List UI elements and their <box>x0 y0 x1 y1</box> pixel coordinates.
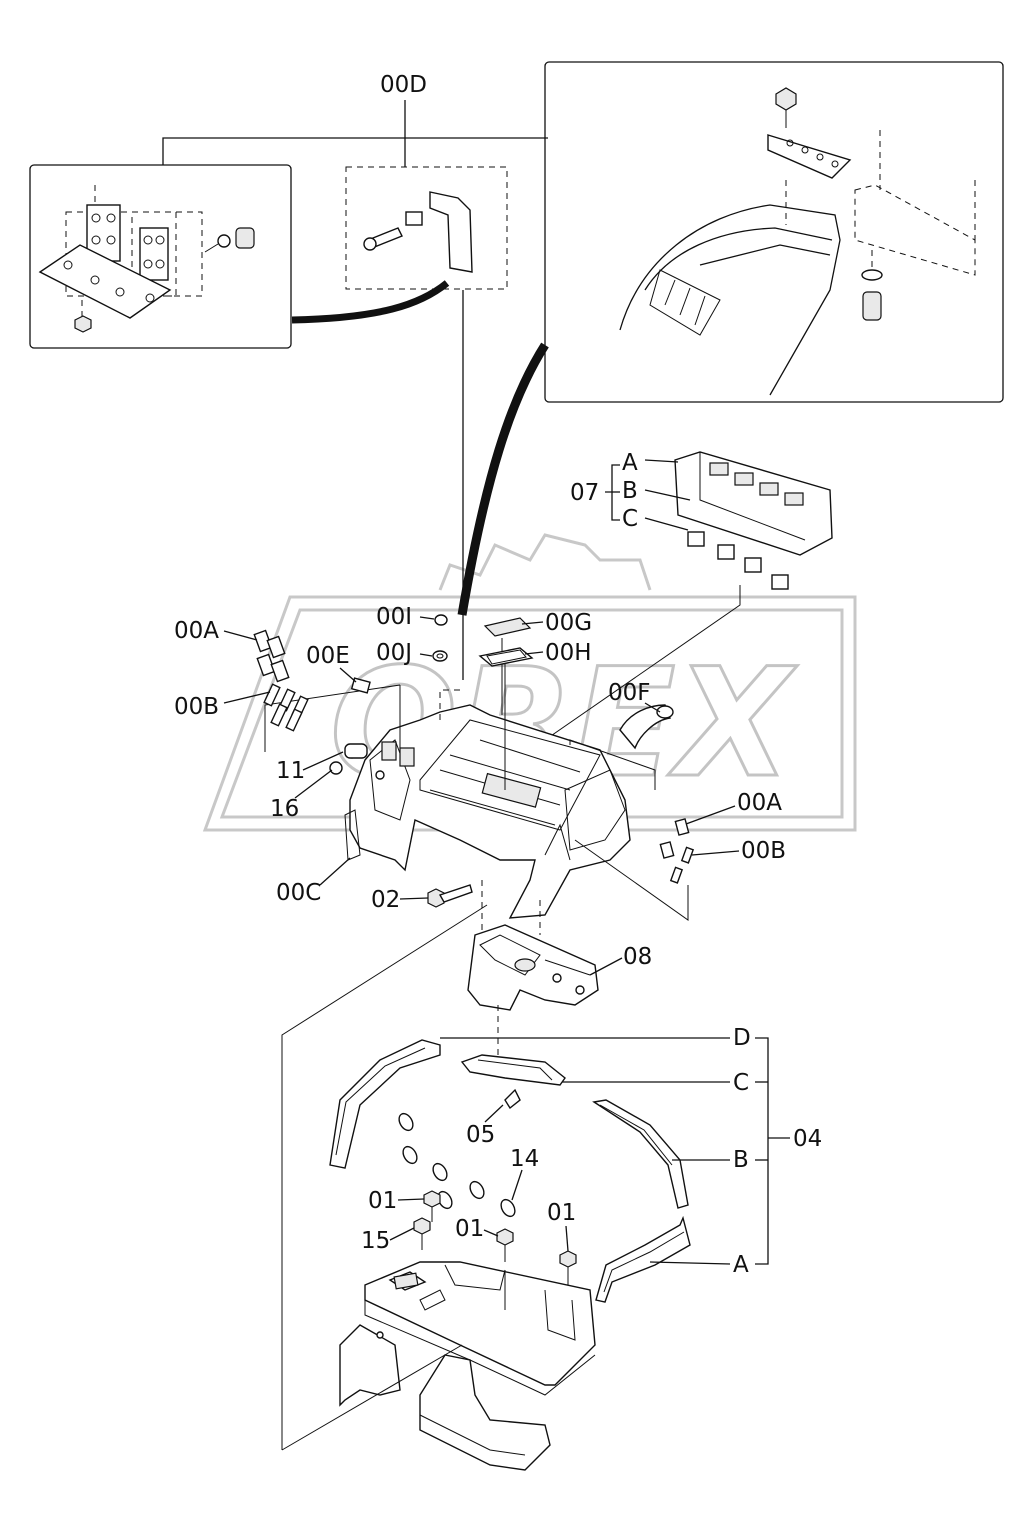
bolt-02 <box>427 884 473 908</box>
lower-frame-assembly <box>281 904 691 1471</box>
small-parts-00G-00J <box>350 614 674 750</box>
label-04C: C <box>733 1070 749 1096</box>
detail-box-right <box>544 61 1004 403</box>
label-00B-left: 00B <box>174 694 219 720</box>
label-04B: B <box>733 1147 749 1173</box>
part-08-bracket <box>467 880 599 1055</box>
label-00F: 00F <box>608 680 651 706</box>
label-00D: 00D <box>380 72 427 98</box>
callout-labels: 00I 00G 00J 00H 00A 00E 00B 00F 11 16 00… <box>174 604 822 1278</box>
label-01c: 01 <box>547 1200 576 1226</box>
connector-parts-right <box>574 818 695 921</box>
label-11: 11 <box>276 758 305 784</box>
label-00C: 00C <box>276 880 321 906</box>
label-00E: 00E <box>306 643 350 669</box>
label-08: 08 <box>623 944 652 970</box>
label-04: 04 <box>793 1126 822 1152</box>
detail-leader-lines <box>162 100 549 680</box>
label-00J: 00J <box>376 640 412 666</box>
label-15: 15 <box>361 1228 390 1254</box>
label-04A: A <box>733 1252 749 1278</box>
label-05: 05 <box>466 1122 495 1148</box>
label-02: 02 <box>371 887 400 913</box>
part-07-switch-panel: 07 A B C <box>544 450 833 741</box>
label-04D: D <box>733 1025 751 1051</box>
label-14: 14 <box>510 1146 539 1172</box>
detail-box-left <box>29 164 292 349</box>
label-07C: C <box>622 506 638 532</box>
label-16: 16 <box>270 796 299 822</box>
label-07: 07 <box>570 480 599 506</box>
detail-box-00D: 00D <box>345 72 508 290</box>
label-07A: A <box>622 450 638 476</box>
label-01b: 01 <box>455 1216 484 1242</box>
connector-parts-left <box>253 629 309 732</box>
label-00G: 00G <box>545 610 592 636</box>
label-00H: 00H <box>545 640 592 666</box>
label-00B-right: 00B <box>741 838 786 864</box>
label-00I: 00I <box>376 604 412 630</box>
label-00A-right: 00A <box>737 790 782 816</box>
label-00A-left: 00A <box>174 618 219 644</box>
label-07B: B <box>622 478 638 504</box>
console-assembly <box>264 638 656 919</box>
label-01a: 01 <box>368 1188 397 1214</box>
